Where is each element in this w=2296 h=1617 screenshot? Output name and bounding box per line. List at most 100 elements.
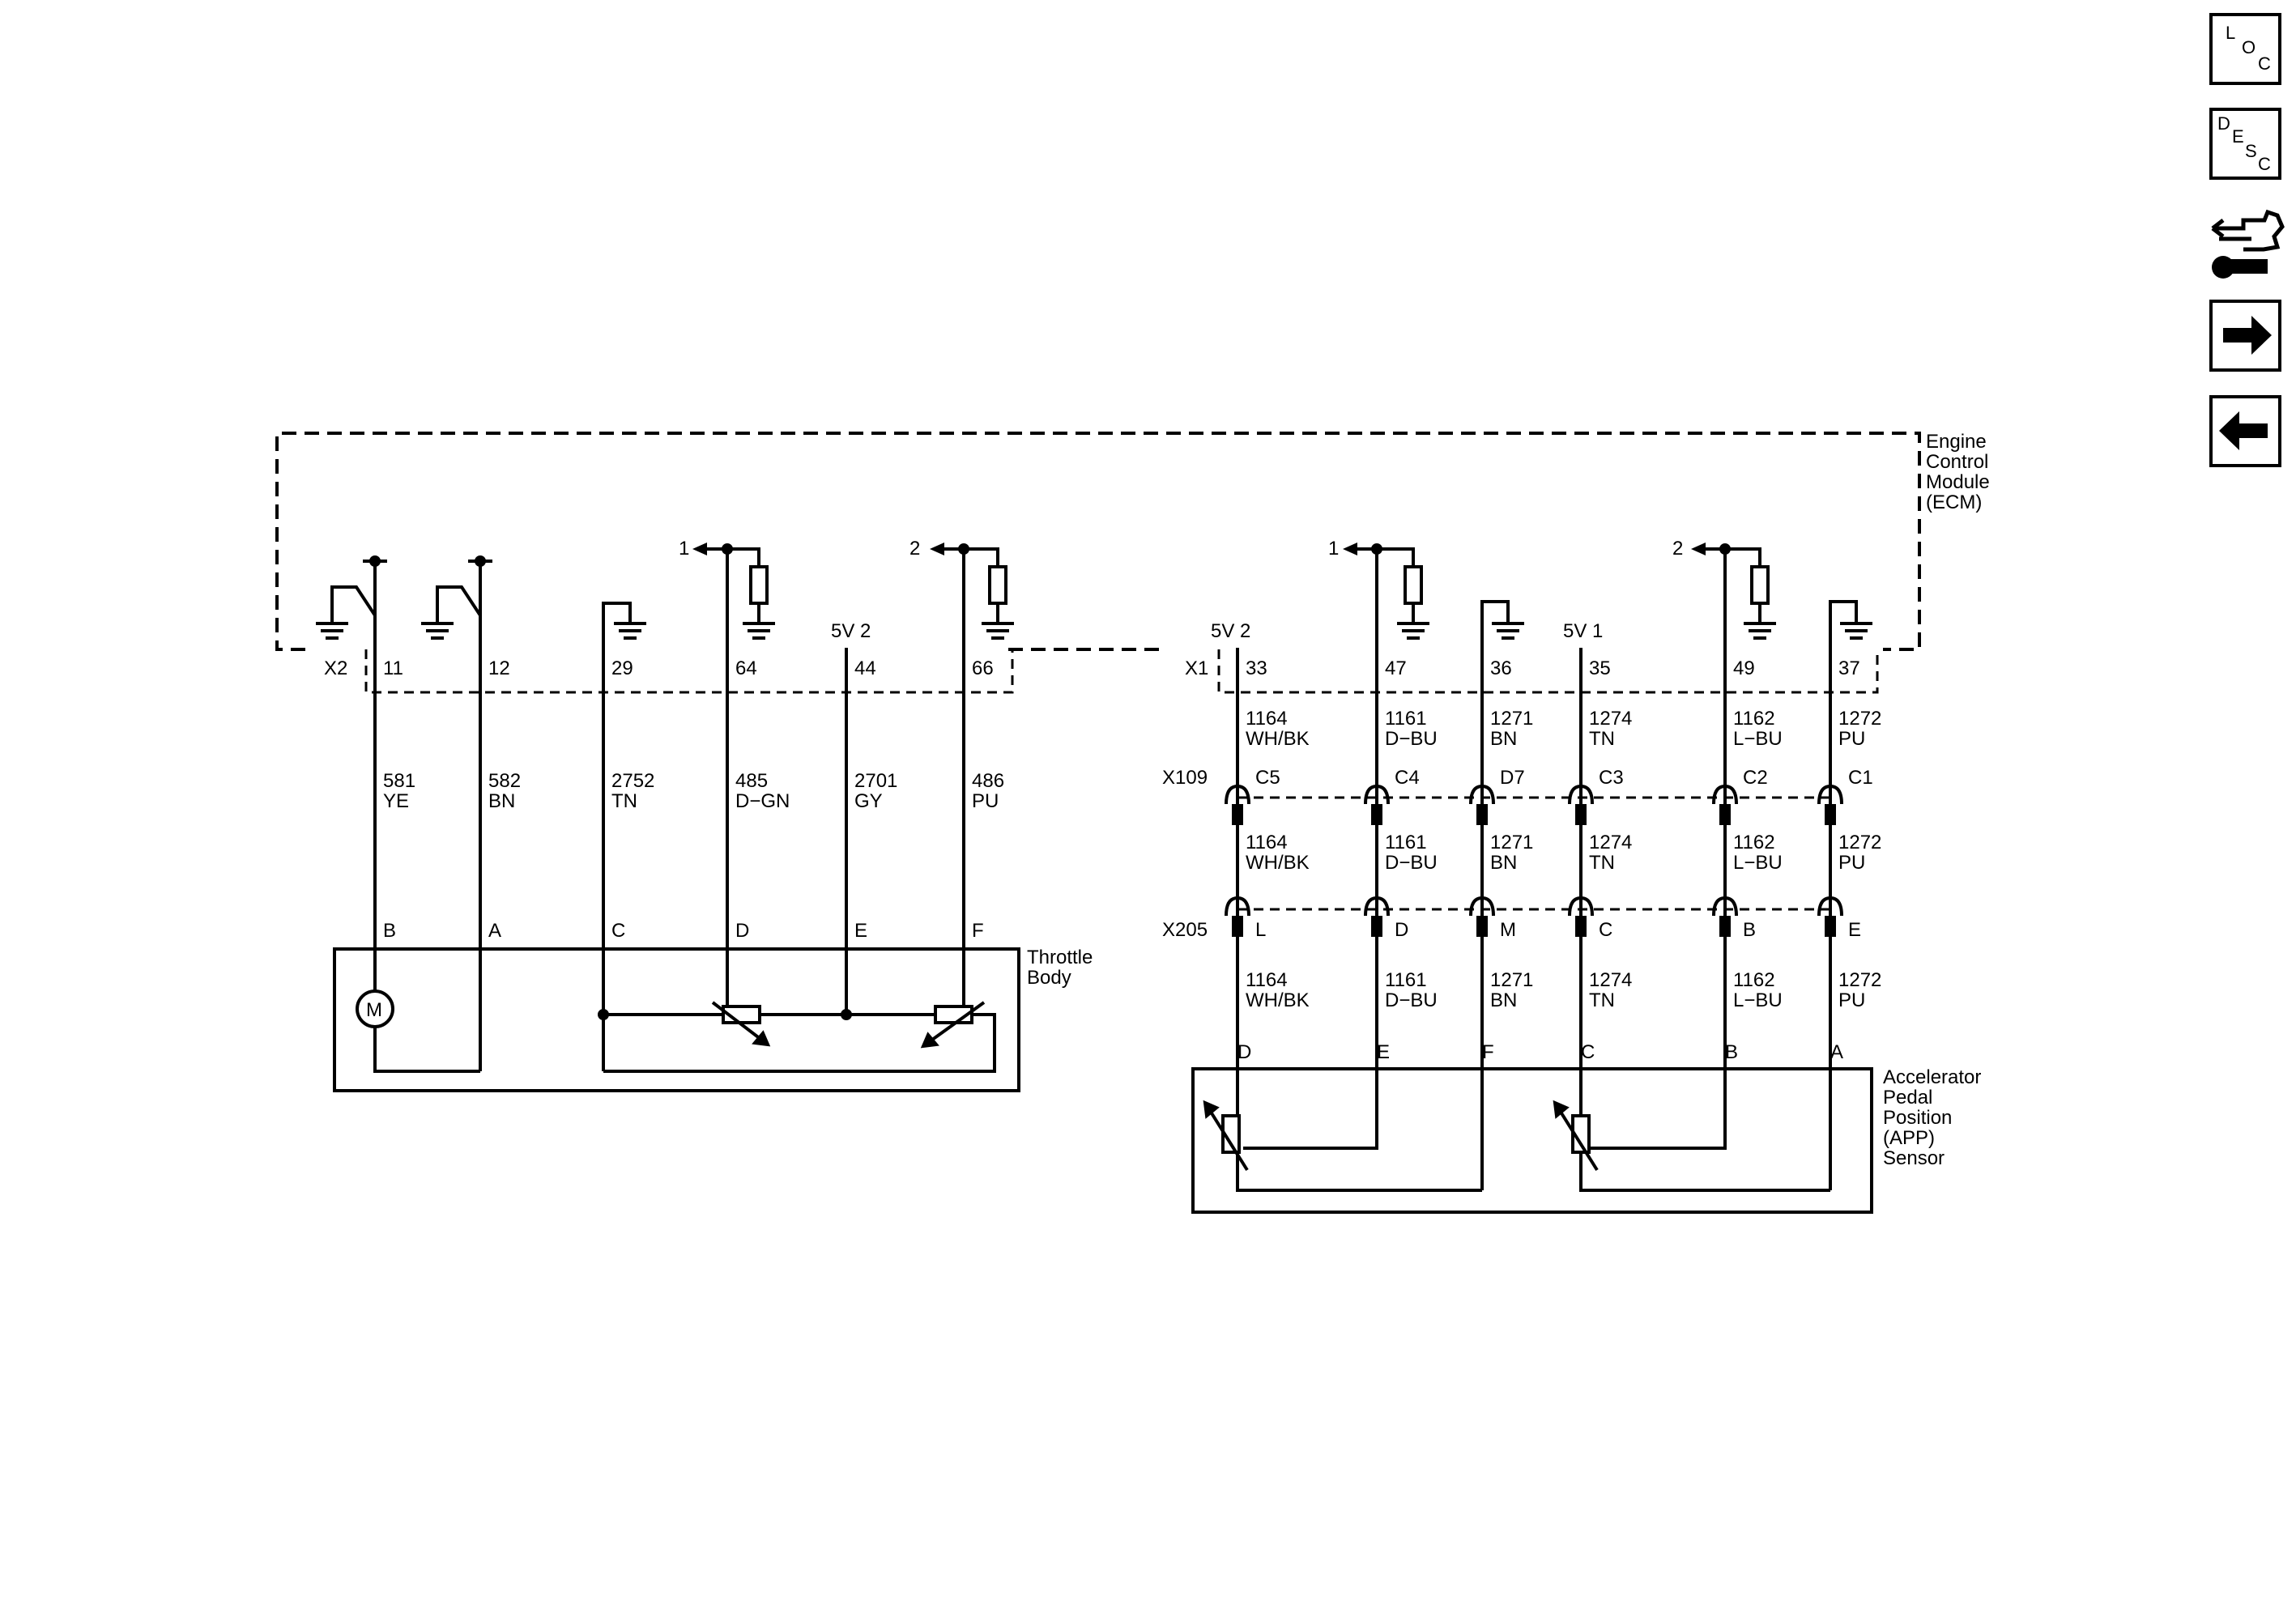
inline-connector-pin: [1719, 916, 1731, 937]
x1-circuit-num-a-3: 1274: [1589, 708, 1632, 730]
x2-circuit-num-2: 2752: [611, 770, 654, 792]
inline-connector-pin: [1232, 916, 1243, 937]
x1-pin-2: 36: [1490, 657, 1512, 679]
x1-circuit-num-b-3: 1274: [1589, 832, 1632, 853]
x1-circuit-color-b-3: TN: [1589, 852, 1615, 874]
x2-circuit-num-1: 582: [488, 770, 521, 792]
svg-text:C: C: [2258, 154, 2271, 174]
inline-connector-cup: [1568, 896, 1594, 917]
throttle-pin-0: B: [383, 920, 396, 942]
x1-circuit-num-c-0: 1164: [1246, 969, 1288, 991]
x1-circuit-labels: 1164WH/BK1164WH/BK1164WH/BK1161D−BU1161D…: [1246, 708, 1881, 1011]
x205-pin-3: C: [1599, 919, 1612, 941]
inline-connector-cup: [1712, 784, 1738, 805]
x1-circuit-color-a-4: L−BU: [1733, 728, 1783, 750]
x1-pin-3: 35: [1589, 657, 1611, 679]
x1-circuit-num-b-0: 1164: [1246, 832, 1288, 853]
x1-circuit-color-c-5: PU: [1838, 989, 1865, 1011]
x205-pin-5: E: [1848, 919, 1861, 941]
ecm-ground-29: [602, 602, 646, 676]
app-pin-5: A: [1830, 1041, 1843, 1063]
x1-circuit-num-b-5: 1272: [1838, 832, 1881, 853]
x1-circuit-num-a-5: 1272: [1838, 708, 1881, 730]
svg-text:Engine: Engine: [1926, 431, 1987, 453]
ref-label-right-1: 1: [1328, 538, 1339, 560]
x2-pin-3: 64: [735, 657, 757, 679]
loc-button[interactable]: [2209, 13, 2281, 85]
inline-connector-cup: [1712, 896, 1738, 917]
x1-circuit-color-c-0: WH/BK: [1246, 989, 1310, 1011]
svg-text:Pedal: Pedal: [1883, 1087, 1932, 1108]
tps2-resistor: [920, 1001, 986, 1049]
back-arrow-icon: [2219, 411, 2268, 450]
inline-connector-pin: [1476, 804, 1488, 825]
x1-pin-4: 49: [1733, 657, 1755, 679]
throttle-pin-5: F: [972, 920, 984, 942]
app-sensor-box: [1191, 1067, 1873, 1214]
motor-symbol: [356, 989, 394, 1028]
inline-connector-pin: [1719, 804, 1731, 825]
desc-button[interactable]: [2209, 108, 2281, 180]
ref-label-left-2: 2: [909, 538, 920, 560]
inline-connector-pin: [1825, 916, 1836, 937]
x109-pin-3: C3: [1599, 767, 1624, 789]
forward-button[interactable]: [2209, 300, 2281, 372]
x2-circuit-color-2: TN: [611, 790, 637, 812]
ecm-boundary: [275, 432, 1921, 694]
x2-pin-0: 11: [383, 657, 403, 679]
x109-pin-2: D7: [1500, 767, 1525, 789]
throttle-pin-1: A: [488, 920, 501, 942]
x2-circuit-num-4: 2701: [854, 770, 897, 792]
svg-text:(APP): (APP): [1883, 1127, 1935, 1149]
x205-pin-0: L: [1255, 919, 1266, 941]
motor-label: M: [366, 999, 382, 1021]
x1-circuit-color-a-2: BN: [1490, 728, 1517, 750]
svg-text:Sensor: Sensor: [1883, 1147, 1945, 1169]
x1-circuit-num-c-2: 1271: [1490, 969, 1533, 991]
x1-circuit-num-b-2: 1271: [1490, 832, 1533, 853]
supply-label-right-5v2: 5V 2: [1211, 620, 1250, 642]
x1-circuit-color-c-1: D−BU: [1385, 989, 1438, 1011]
x2-circuit-color-0: YE: [383, 790, 409, 812]
inline-connector-cup: [1364, 784, 1390, 805]
svg-text:Module: Module: [1926, 471, 1990, 493]
x2-circuit-num-0: 581: [383, 770, 415, 792]
x1-circuit-color-b-0: WH/BK: [1246, 852, 1310, 874]
svg-text:(ECM): (ECM): [1926, 491, 1982, 513]
x1-circuit-color-b-1: D−BU: [1385, 852, 1438, 874]
x109-pin-5: C1: [1848, 767, 1873, 789]
inline-connector-pin: [1371, 804, 1382, 825]
loc-icon: L O C: [2226, 23, 2271, 74]
back-button[interactable]: [2209, 395, 2281, 467]
x1-circuit-color-b-2: BN: [1490, 852, 1517, 874]
ref-label-left-1: 1: [679, 538, 689, 560]
ecm-switch-11: [316, 561, 377, 640]
inline-connector-pin: [1371, 916, 1382, 937]
x1-circuit-num-b-4: 1162: [1733, 832, 1775, 853]
ecm-title: Engine Control Module (ECM): [1926, 431, 1990, 513]
x1-circuit-color-c-4: L−BU: [1733, 989, 1783, 1011]
app-pin-0: D: [1237, 1041, 1251, 1063]
x1-circuit-color-a-0: WH/BK: [1246, 728, 1310, 750]
throttle-pin-3: D: [735, 920, 749, 942]
x109-pin-1: C4: [1395, 767, 1420, 789]
connector-tool-icon[interactable]: [2211, 209, 2285, 279]
x109-connector-label: X109: [1162, 767, 1208, 789]
forward-arrow-icon: [2223, 316, 2272, 355]
x1-circuit-num-c-3: 1274: [1589, 969, 1632, 991]
svg-text:L: L: [2226, 23, 2235, 43]
x1-pin-5: 37: [1838, 657, 1860, 679]
x1-pin-1: 47: [1385, 657, 1407, 679]
x1-connector-label: X1: [1185, 657, 1208, 679]
x1-circuit-color-c-3: TN: [1589, 989, 1615, 1011]
throttle-pin-4: E: [854, 920, 867, 942]
inline-connector-cup: [1364, 896, 1390, 917]
inline-connector-symbols: [1225, 784, 1843, 937]
x1-circuit-num-a-1: 1161: [1385, 708, 1427, 730]
inline-connector-pin: [1575, 916, 1587, 937]
switch-contacts: [363, 543, 1731, 567]
x1-circuit-num-a-0: 1164: [1246, 708, 1288, 730]
svg-text:D: D: [2217, 113, 2230, 134]
